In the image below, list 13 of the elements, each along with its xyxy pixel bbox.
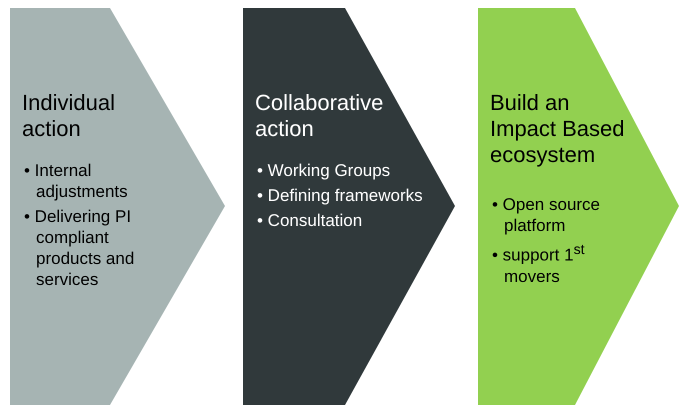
bullet-item: • Defining frameworks [257,185,424,206]
bullet-item: • support 1$^{st}$ movers [492,241,586,287]
heading: Collaborative action [255,90,384,142]
bullet-item: • Working Groups [257,160,392,181]
bullet-item: • Delivering PI compliant products and services [24,206,136,290]
chevron-panel [10,8,225,405]
chevron-panel [478,8,679,405]
chevron-panel [243,8,455,405]
bullet-item: • Open source platform [492,194,602,236]
bullet-item: • Internal adjustments [24,160,129,202]
heading: Build an Impact Based ecosystem [490,90,626,168]
heading: Individual action [22,90,116,142]
bullet-item: • Consultation [257,210,364,231]
